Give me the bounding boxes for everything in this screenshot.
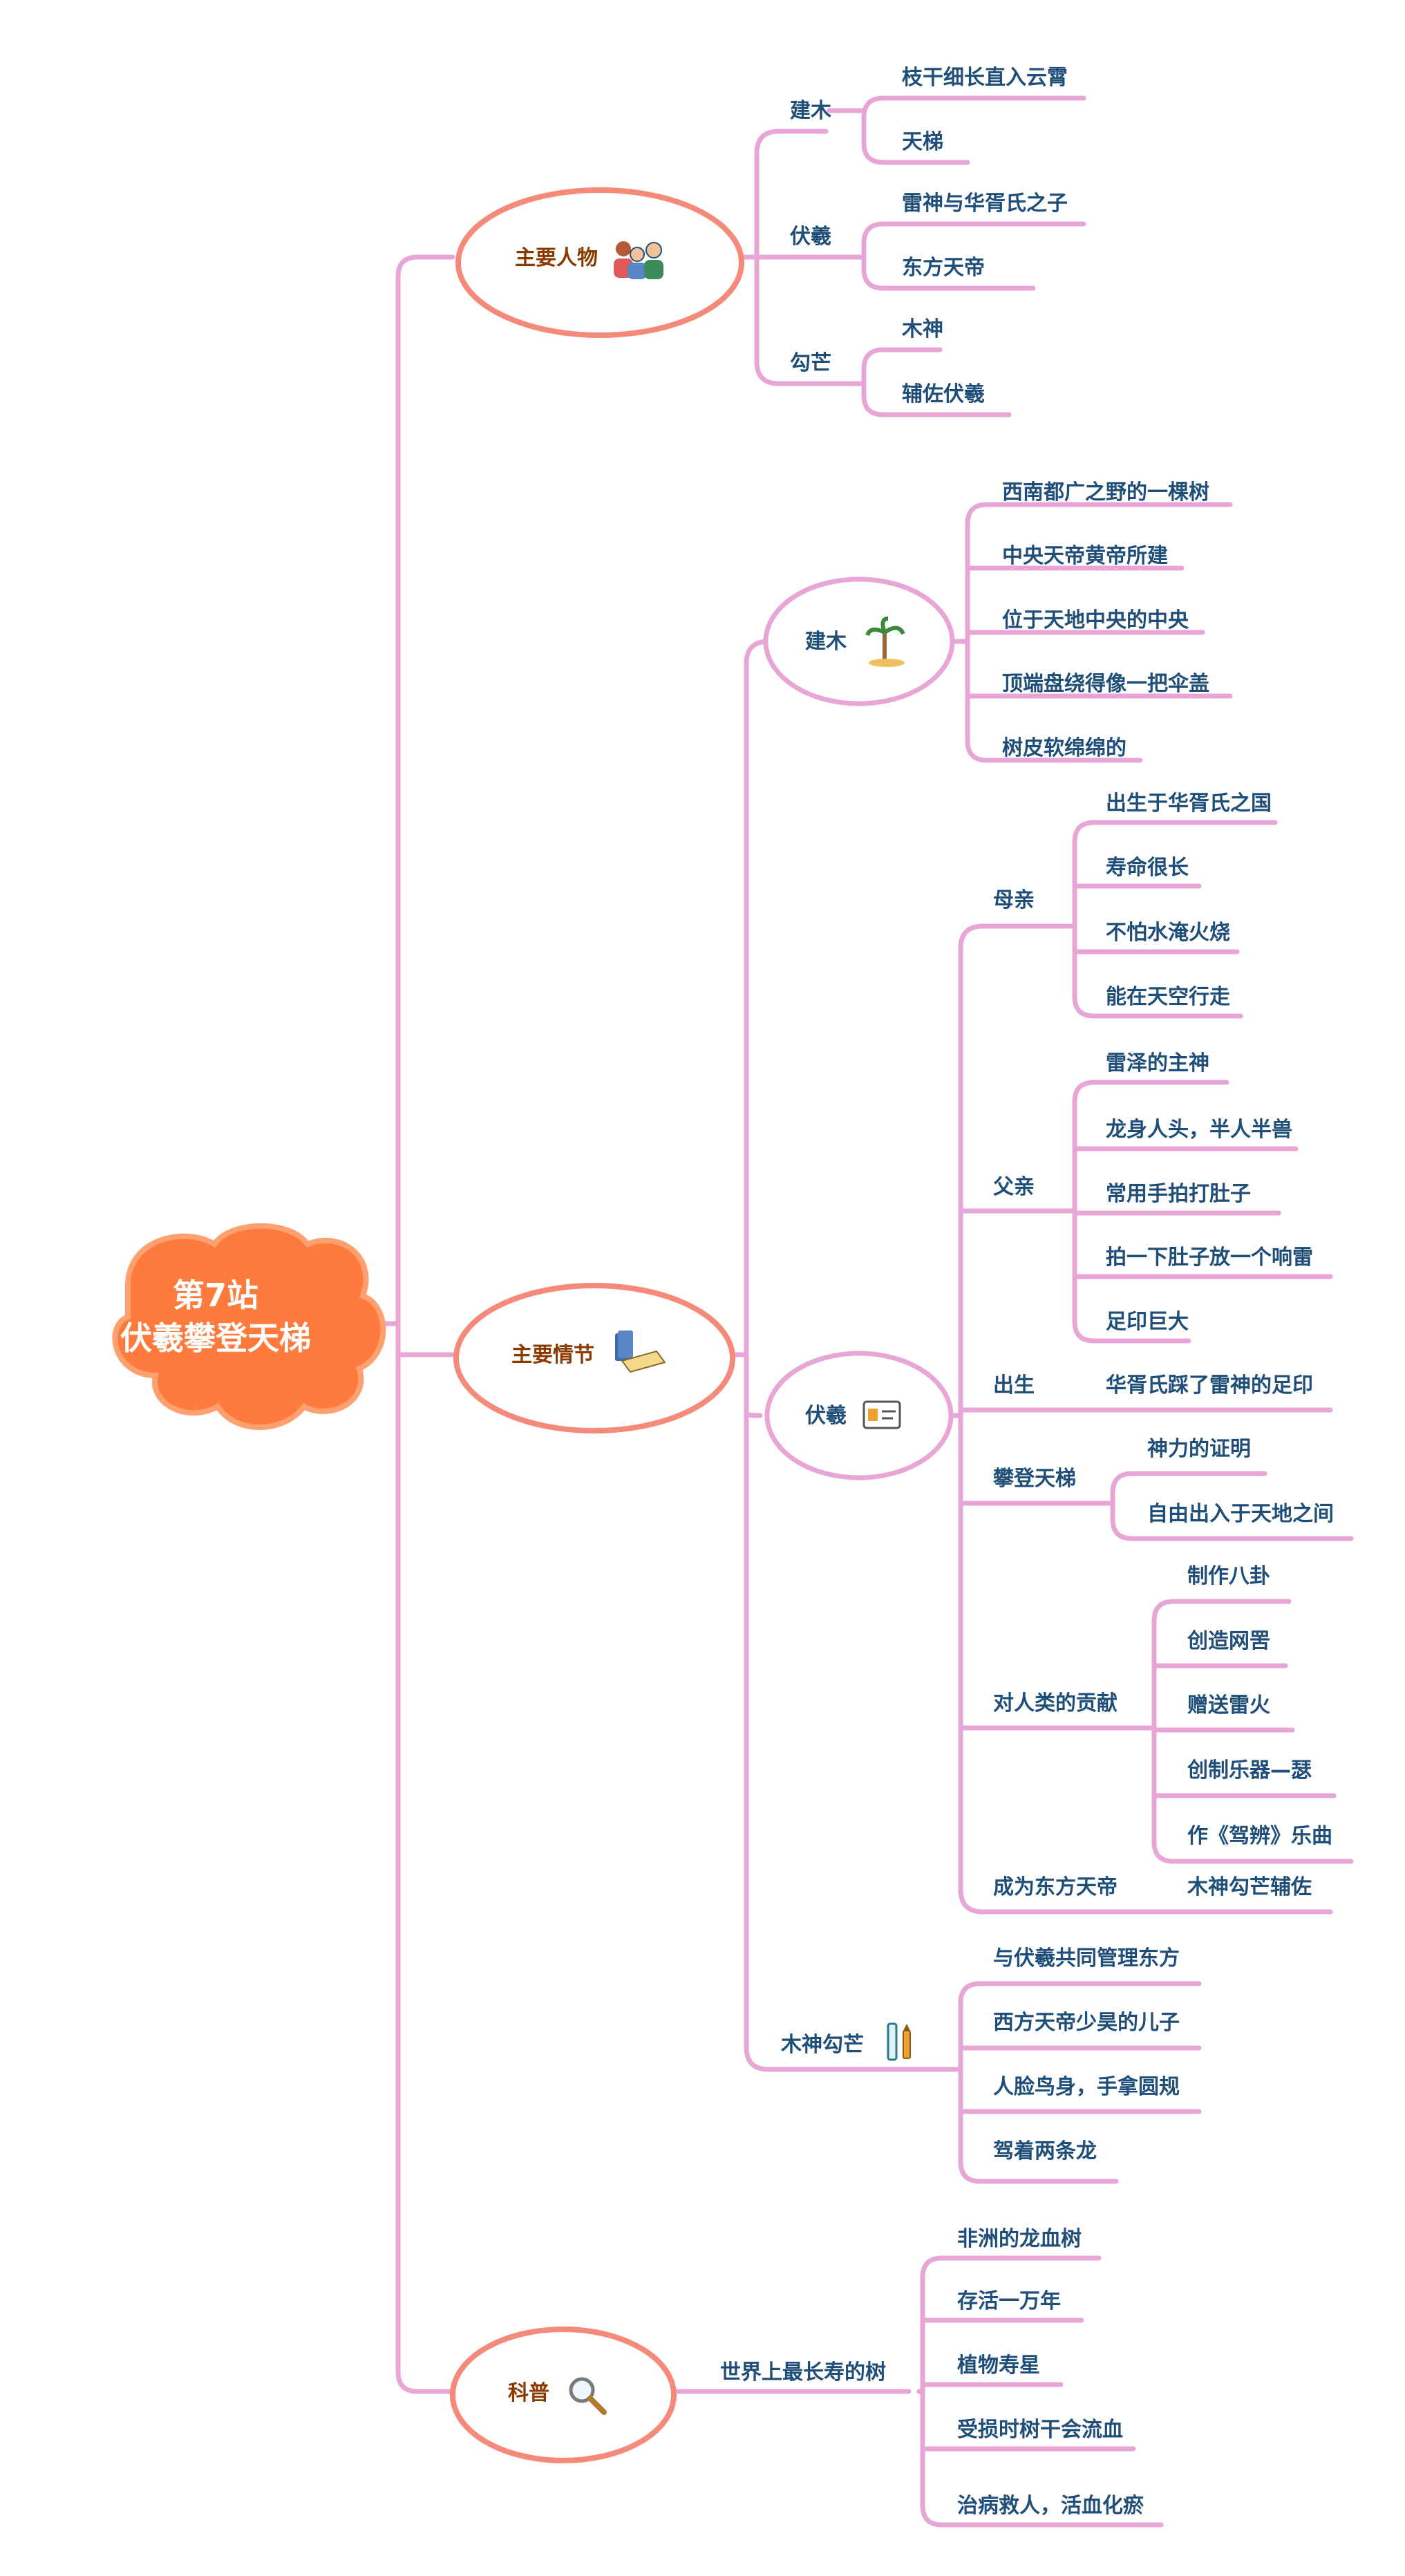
plot-ellipse bbox=[453, 1283, 735, 1433]
plot-fuxi-node[interactable]: 伏羲 bbox=[764, 1351, 954, 1480]
root-title-line-1: 第7站 bbox=[173, 1277, 258, 1314]
plot-jianmu-ellipse bbox=[763, 576, 955, 706]
emperor-item-1: 木神勾芒辅佐 bbox=[1187, 1875, 1312, 1899]
contrib-item-3: 赠送雷火 bbox=[1187, 1693, 1270, 1718]
branch-plot[interactable]: 主要情节 bbox=[453, 1283, 735, 1433]
father-item-1: 雷泽的主神 bbox=[1106, 1051, 1209, 1075]
climb-label: 攀登天梯 bbox=[993, 1467, 1076, 1491]
climb-item-2: 自由出入于天地之间 bbox=[1147, 1502, 1334, 1526]
father-item-2: 龙身人头，半人半兽 bbox=[1106, 1118, 1292, 1142]
characters-label: 主要人物 bbox=[515, 246, 598, 270]
mother-item-4: 能在天空行走 bbox=[1106, 985, 1230, 1009]
characters-goumang-item-2: 辅佐伏羲 bbox=[902, 382, 985, 406]
mother-item-2: 寿命很长 bbox=[1106, 856, 1189, 880]
characters-fuxi-item-1: 雷神与华胥氏之子 bbox=[902, 191, 1068, 216]
science-ellipse bbox=[450, 2326, 677, 2463]
plot-label: 主要情节 bbox=[511, 1343, 594, 1367]
root-node[interactable]: 第7站 伏羲攀登天梯 bbox=[112, 1223, 386, 1430]
science-tree-label: 世界上最长寿的树 bbox=[720, 2360, 886, 2385]
goumang-item-4: 驾着两条龙 bbox=[993, 2139, 1097, 2163]
book-icon bbox=[615, 1331, 666, 1373]
climb-item-1: 神力的证明 bbox=[1147, 1437, 1251, 1461]
father-item-4: 拍一下肚子放一个响雷 bbox=[1106, 1245, 1313, 1270]
emperor-label: 成为东方天帝 bbox=[993, 1875, 1118, 1899]
plot-jianmu-label: 建木 bbox=[805, 630, 847, 654]
characters-jianmu-item-1: 枝干细长直入云霄 bbox=[902, 66, 1068, 90]
contrib-item-4: 创制乐器—瑟 bbox=[1187, 1758, 1312, 1783]
goumang-item-3: 人脸鸟身，手拿圆规 bbox=[993, 2075, 1180, 2099]
science-item-4: 受损时树干会流血 bbox=[957, 2418, 1123, 2442]
plot-goumang-node[interactable]: 木神勾芒 bbox=[780, 2022, 911, 2061]
plot-jianmu-item-3: 位于天地中央的中央 bbox=[1002, 608, 1189, 632]
science-item-1: 非洲的龙血树 bbox=[957, 2227, 1082, 2251]
birth-label: 出生 bbox=[993, 1373, 1035, 1398]
characters-goumang-label: 勾芒 bbox=[790, 351, 831, 375]
magnifier-icon bbox=[569, 2377, 607, 2415]
science-item-3: 植物寿星 bbox=[957, 2353, 1040, 2378]
mother-item-1: 出生于华胥氏之国 bbox=[1106, 791, 1272, 816]
contrib-item-2: 创造网罟 bbox=[1187, 1629, 1270, 1653]
branch-science[interactable]: 科普 bbox=[450, 2326, 677, 2463]
father-item-3: 常用手拍打肚子 bbox=[1106, 1182, 1251, 1206]
id-card-icon bbox=[862, 1400, 901, 1429]
plot-jianmu-node[interactable]: 建木 bbox=[763, 576, 955, 706]
tools-icon bbox=[887, 2022, 911, 2061]
contrib-item-5: 作《驾辨》乐曲 bbox=[1187, 1824, 1332, 1848]
characters-fuxi-item-2: 东方天帝 bbox=[902, 256, 985, 280]
characters-ellipse bbox=[455, 187, 744, 338]
connector-lines bbox=[379, 95, 1354, 2528]
palm-tree-icon bbox=[865, 617, 905, 667]
birth-item-1: 华胥氏踩了雷神的足印 bbox=[1106, 1373, 1313, 1398]
plot-jianmu-item-5: 树皮软绵绵的 bbox=[1002, 736, 1126, 760]
plot-goumang-label: 木神勾芒 bbox=[780, 2033, 864, 2057]
science-label: 科普 bbox=[508, 2381, 549, 2405]
plot-jianmu-item-2: 中央天帝黄帝所建 bbox=[1002, 544, 1168, 568]
plot-jianmu-item-1: 西南都广之野的一棵树 bbox=[1002, 480, 1209, 505]
characters-goumang-item-1: 木神 bbox=[901, 317, 943, 341]
branch-characters[interactable]: 主要人物 bbox=[455, 187, 744, 338]
father-item-5: 足印巨大 bbox=[1106, 1310, 1189, 1334]
characters-fuxi-label: 伏羲 bbox=[790, 225, 831, 249]
contrib-item-1: 制作八卦 bbox=[1187, 1564, 1270, 1588]
mother-item-3: 不怕水淹火烧 bbox=[1106, 921, 1230, 945]
people-icon bbox=[614, 241, 663, 279]
goumang-item-2: 西方天帝少昊的儿子 bbox=[993, 2011, 1180, 2035]
plot-fuxi-ellipse bbox=[764, 1351, 954, 1480]
contrib-label: 对人类的贡献 bbox=[993, 1691, 1118, 1715]
mother-label: 母亲 bbox=[993, 888, 1035, 912]
root-cloud-shape bbox=[112, 1223, 386, 1430]
plot-jianmu-item-4: 顶端盘绕得像一把伞盖 bbox=[1002, 672, 1209, 696]
father-label: 父亲 bbox=[993, 1175, 1035, 1199]
science-item-5: 治病救人，活血化瘀 bbox=[957, 2494, 1144, 2518]
goumang-item-1: 与伏羲共同管理东方 bbox=[993, 1946, 1180, 1971]
characters-jianmu-label: 建木 bbox=[790, 99, 831, 123]
science-item-2: 存活一万年 bbox=[957, 2289, 1061, 2313]
plot-fuxi-label: 伏羲 bbox=[805, 1404, 847, 1428]
root-title-line-2: 伏羲攀登天梯 bbox=[120, 1319, 311, 1357]
characters-jianmu-item-2: 天梯 bbox=[902, 130, 943, 154]
